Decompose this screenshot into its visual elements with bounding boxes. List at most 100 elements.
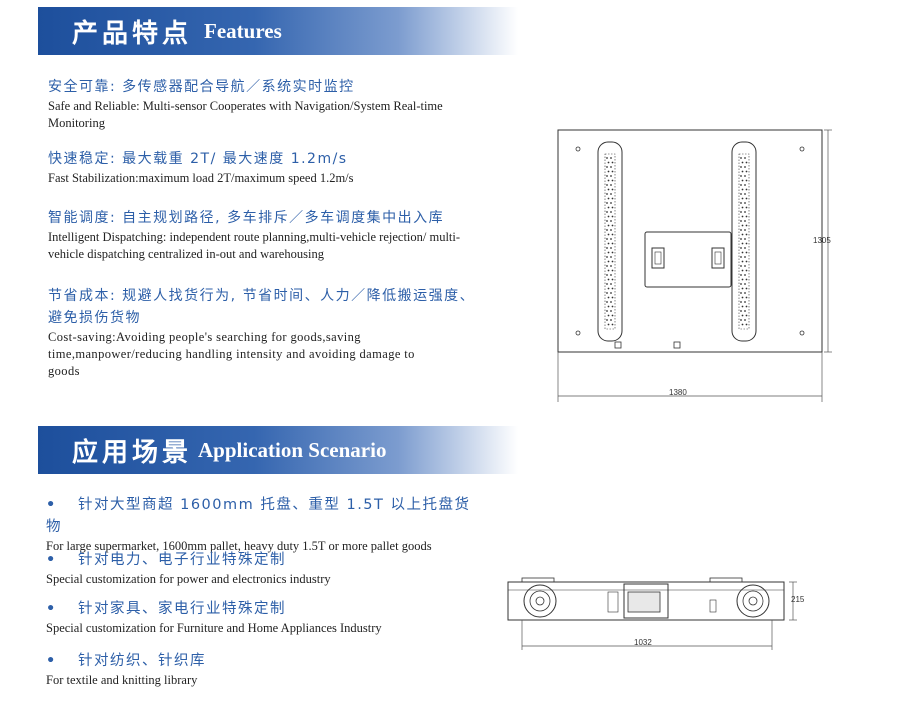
- rail-perforation: [607, 251, 610, 254]
- rail-perforation: [610, 301, 612, 303]
- rail-perforation: [744, 238, 746, 240]
- rail-perforation: [745, 206, 748, 209]
- rail-perforation: [740, 211, 742, 213]
- rail-perforation: [610, 292, 612, 294]
- rail-perforation: [611, 296, 614, 299]
- rail-perforation: [740, 184, 742, 186]
- rail-perforation: [610, 202, 612, 204]
- rail-perforation: [745, 296, 748, 299]
- rail-perforation: [741, 206, 744, 209]
- rail-perforation: [607, 287, 610, 290]
- bullet-icon: •: [46, 552, 57, 568]
- rail-perforation: [606, 319, 608, 321]
- rail-perforation: [610, 175, 612, 177]
- feature-description: Safe and Reliable: Multi-sensor Cooperat…: [48, 99, 443, 130]
- rail-perforation: [606, 283, 608, 285]
- rail-perforation: [745, 251, 748, 254]
- rail-perforation: [611, 224, 614, 227]
- rail-perforation: [744, 283, 746, 285]
- rail-perforation: [741, 233, 744, 236]
- rail-perforation: [611, 233, 614, 236]
- rail-perforation: [610, 283, 612, 285]
- rail-perforation: [745, 287, 748, 290]
- rail-perforation: [745, 224, 748, 227]
- feature-title: 快速稳定: 最大载重 2T/ 最大速度 1.2m/s: [48, 151, 348, 167]
- rail-perforation: [610, 247, 612, 249]
- rail-perforation: [611, 260, 614, 263]
- rail-perforation: [744, 301, 746, 303]
- rail-perforation: [740, 256, 742, 258]
- rail-perforation: [741, 224, 744, 227]
- rail-perforation: [744, 175, 746, 177]
- rail-perforation: [744, 202, 746, 204]
- rail-perforation: [607, 197, 610, 200]
- rail-perforation: [606, 211, 608, 213]
- rail-perforation: [744, 193, 746, 195]
- application-title: 针对电力、电子行业特殊定制: [78, 552, 286, 568]
- rail-perforation: [611, 179, 614, 182]
- rail-perforation: [745, 188, 748, 191]
- feature-description: Cost-saving:Avoiding people's searching …: [48, 330, 415, 378]
- rail-perforation: [741, 305, 744, 308]
- rail-perforation: [607, 305, 610, 308]
- rail-perforation: [606, 166, 608, 168]
- rail-perforation: [606, 301, 608, 303]
- rail-perforation: [745, 179, 748, 182]
- rail-perforation: [611, 314, 614, 317]
- rail-perforation: [744, 166, 746, 168]
- rail-perforation: [606, 184, 608, 186]
- feature-description: Intelligent Dispatching: independent rou…: [48, 230, 461, 261]
- rail-perforation: [740, 229, 742, 231]
- application-title-en: Application Scenario: [198, 437, 387, 462]
- application-banner: 应用场景 Application Scenario: [38, 426, 518, 474]
- rail-perforation: [741, 242, 744, 245]
- rail-perforation: [741, 296, 744, 299]
- rail-perforation: [610, 211, 612, 213]
- rail-perforation: [741, 215, 744, 218]
- rail-perforation: [741, 287, 744, 290]
- rail-perforation: [611, 242, 614, 245]
- top-width-dimension: 1380: [669, 388, 687, 397]
- application-item: •针对家具、家电行业特殊定制 Special customization for…: [46, 598, 486, 637]
- rail-perforation: [741, 314, 744, 317]
- rail-perforation: [607, 215, 610, 218]
- rail-perforation: [607, 170, 610, 173]
- rail-perforation: [740, 265, 742, 267]
- rail-perforation: [611, 287, 614, 290]
- rail-perforation: [607, 161, 610, 164]
- rail-perforation: [741, 260, 744, 263]
- rail-perforation: [744, 247, 746, 249]
- rail-perforation: [741, 161, 744, 164]
- rail-perforation: [744, 220, 746, 222]
- agv-side-view-drawing: 215 1032: [507, 577, 805, 650]
- rail-perforation: [607, 206, 610, 209]
- features-title-en: Features: [204, 18, 282, 43]
- application-description: Special customization for power and elec…: [46, 572, 331, 586]
- rail-perforation: [611, 278, 614, 281]
- rail-perforation: [740, 175, 742, 177]
- rail-perforation: [606, 292, 608, 294]
- rail-perforation: [611, 215, 614, 218]
- rail-perforation: [611, 323, 614, 326]
- application-description: For large supermarket, 1600mm pallet, he…: [46, 539, 432, 553]
- rail-perforation: [607, 233, 610, 236]
- rail-perforation: [607, 314, 610, 317]
- rail-perforation: [606, 175, 608, 177]
- rail-perforation: [745, 323, 748, 326]
- rail-perforation: [744, 229, 746, 231]
- rail-perforation: [611, 305, 614, 308]
- rail-perforation: [610, 274, 612, 276]
- rail-perforation: [744, 292, 746, 294]
- rail-perforation: [740, 292, 742, 294]
- rail-perforation: [606, 193, 608, 195]
- application-title: 针对家具、家电行业特殊定制: [78, 601, 286, 617]
- rail-perforation: [607, 179, 610, 182]
- rail-perforation: [611, 206, 614, 209]
- rail-perforation: [741, 170, 744, 173]
- application-title: 针对大型商超 1600mm 托盘、重型 1.5T 以上托盘货物: [46, 497, 471, 535]
- rail-perforation: [607, 224, 610, 227]
- application-description: Special customization for Furniture and …: [46, 621, 382, 635]
- rail-perforation: [740, 238, 742, 240]
- feature-title: 安全可靠: 多传感器配合导航／系统实时监控: [48, 79, 355, 95]
- rail-perforation: [741, 278, 744, 281]
